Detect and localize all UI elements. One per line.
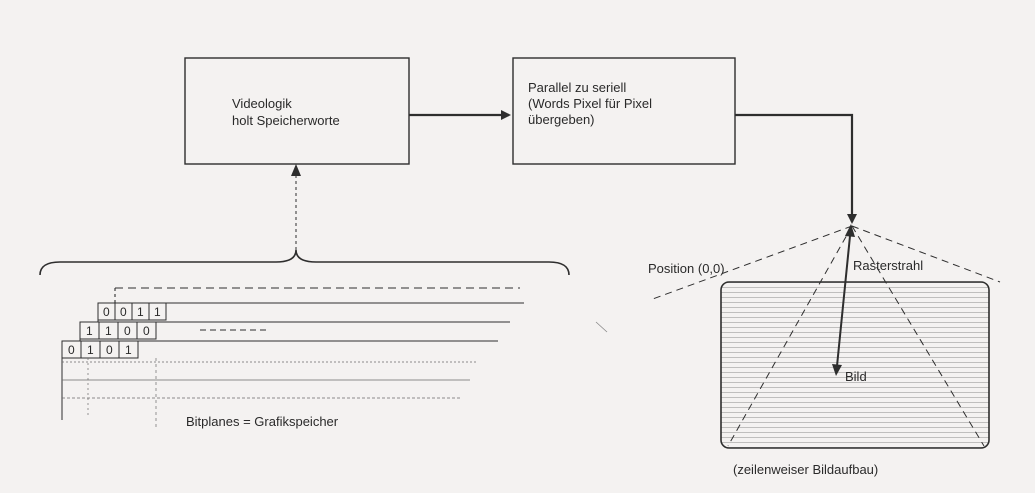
bitplane-2: 1 1 0 0 xyxy=(79,321,270,340)
arrow-parallel-to-screen xyxy=(735,113,857,224)
bitplanes-brace xyxy=(39,249,570,276)
screen-caption: (zeilenweiser Bildaufbau) xyxy=(733,462,878,477)
bit-cell: 0 xyxy=(120,305,127,319)
parallel-line1: Parallel zu seriell xyxy=(528,80,626,95)
videologik-line1: Videologik xyxy=(232,96,292,111)
bitplane-1: 0 0 1 1 xyxy=(97,302,167,321)
bitplanes-caption: Bitplanes = Grafikspeicher xyxy=(186,414,339,429)
bit-cell: 0 xyxy=(68,343,75,357)
parallel-line3: übergeben) xyxy=(528,112,595,127)
screen: Position (0,0) Rasterstrahl Bild (zeilen… xyxy=(648,224,1001,477)
stray-mark xyxy=(595,321,608,333)
bit-cell: 0 xyxy=(124,324,131,338)
parallel-line2: (Words Pixel für Pixel xyxy=(528,96,652,111)
bit-cell: 1 xyxy=(87,343,94,357)
videologik-box: Videologik holt Speicherworte xyxy=(184,57,410,165)
bit-cell: 1 xyxy=(154,305,161,319)
bit-cell: 0 xyxy=(143,324,150,338)
position-label: Position (0,0) xyxy=(648,261,725,276)
bit-cell: 0 xyxy=(103,305,110,319)
raster-beam-label: Rasterstrahl xyxy=(853,258,923,273)
bit-cell: 1 xyxy=(137,305,144,319)
bitplane-3: 0 1 0 1 xyxy=(61,340,139,359)
bitplanes-grid: 0 0 1 1 1 1 0 0 0 1 0 xyxy=(61,287,524,430)
videologik-line2: holt Speicherworte xyxy=(232,113,340,128)
arrow-bitplanes-to-videologik xyxy=(291,164,301,250)
bit-cell: 1 xyxy=(105,324,112,338)
parallel-serial-box: Parallel zu seriell (Words Pixel für Pix… xyxy=(512,57,736,165)
image-label: Bild xyxy=(845,369,867,384)
bit-cell: 0 xyxy=(106,343,113,357)
bit-cell: 1 xyxy=(125,343,132,357)
bit-cell: 1 xyxy=(86,324,93,338)
